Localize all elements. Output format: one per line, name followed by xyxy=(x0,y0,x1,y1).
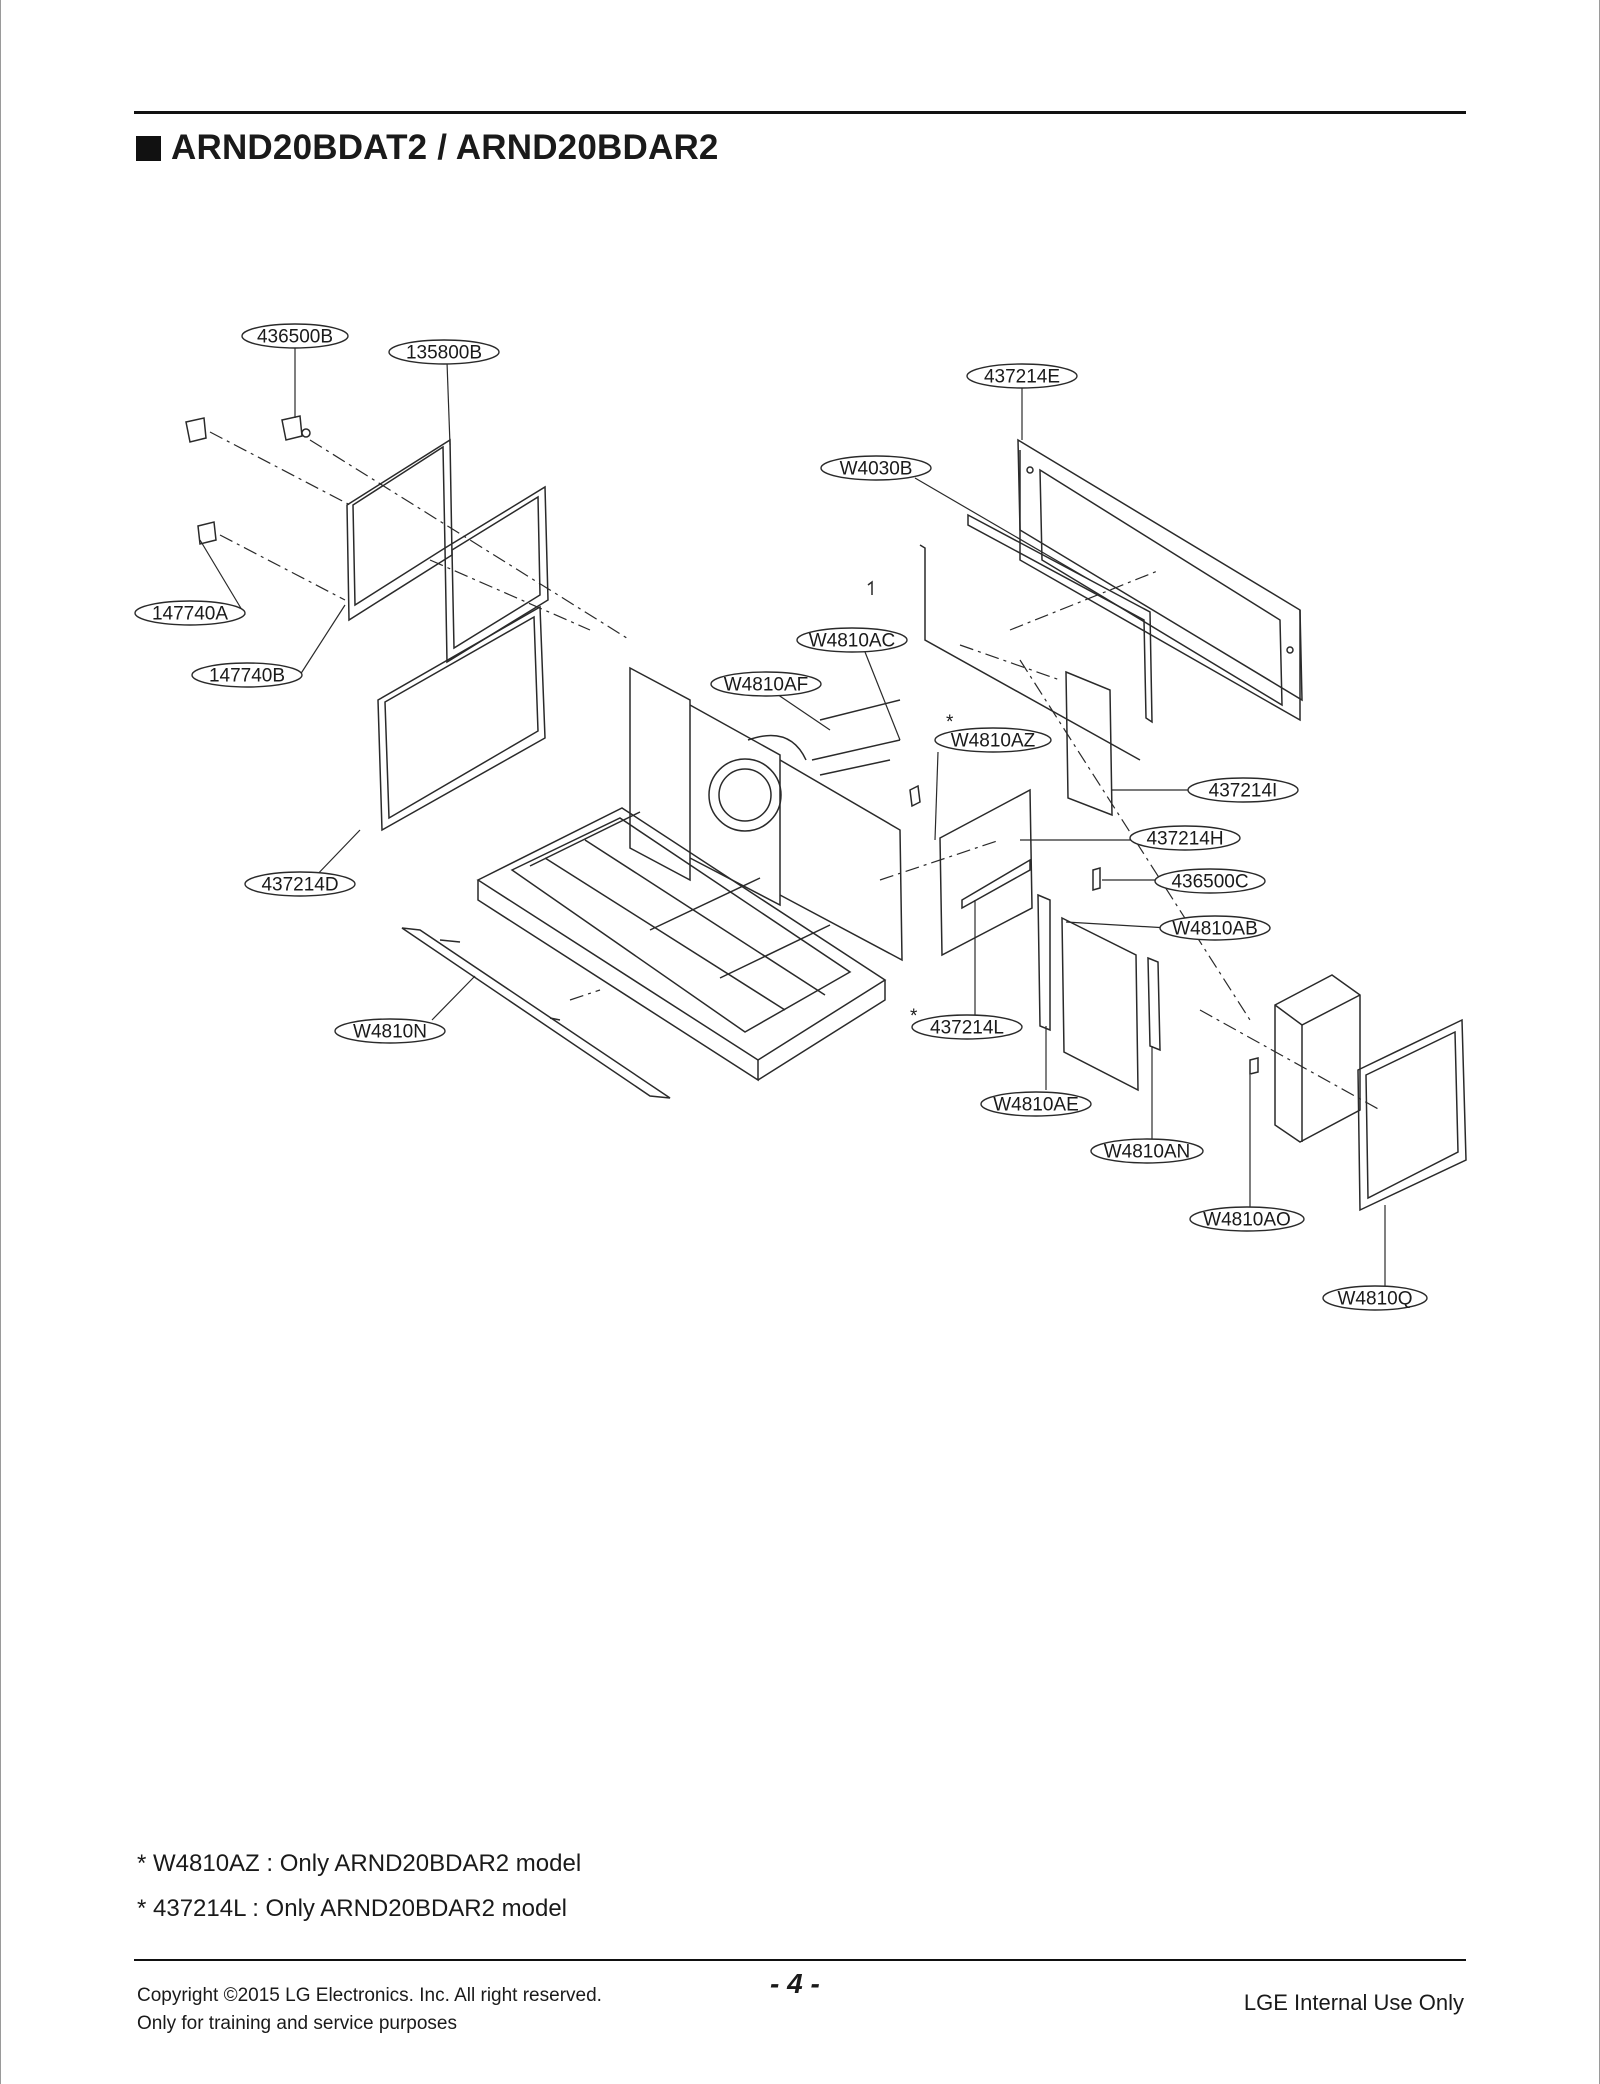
model-title: ARND20BDAT2 / ARND20BDAR2 xyxy=(171,128,719,167)
asterisk-w4810az: * xyxy=(946,712,954,733)
door-panel-135800b xyxy=(346,438,453,622)
control-box xyxy=(1249,974,1361,1143)
purpose-text: Only for training and service purposes xyxy=(137,2013,457,2034)
callout-437214e: 437214E xyxy=(984,367,1060,388)
callout-437214d: 437214D xyxy=(261,875,338,896)
panel-437214i xyxy=(1065,670,1113,817)
side-panel-437214d xyxy=(377,605,546,832)
bracket-437214l xyxy=(961,858,1031,910)
callout-w4810q: W4810Q xyxy=(1338,1289,1413,1310)
callout-436500c: 436500C xyxy=(1171,872,1248,893)
header-rule xyxy=(134,111,1466,114)
callout-w4030b: W4030B xyxy=(840,459,913,480)
panel-437214h xyxy=(909,784,1101,957)
internal-use-text: LGE Internal Use Only xyxy=(1243,1990,1464,2015)
callout-w4810an: W4810AN xyxy=(1104,1142,1191,1163)
footer-left: Copyright ©2015 LG Electronics. Inc. All… xyxy=(137,1982,602,2038)
square-bullet-icon xyxy=(136,135,161,161)
panel-w4810ab xyxy=(1061,916,1139,1092)
asterisk-437214l: * xyxy=(910,1006,918,1027)
callout-436500b: 436500B xyxy=(257,327,333,348)
frame-w4810ac xyxy=(811,544,1141,761)
callout-w4810af: W4810AF xyxy=(724,675,808,696)
copyright-text: Copyright ©2015 LG Electronics. Inc. All… xyxy=(137,1985,602,2006)
callout-w4810ae: W4810AE xyxy=(993,1095,1079,1116)
page-number: - 4 - xyxy=(770,1968,820,1999)
callout-w4810ab: W4810AB xyxy=(1172,919,1258,940)
hinge-436500b-part xyxy=(185,415,311,545)
callout-437214l: 437214L xyxy=(930,1018,1004,1039)
fan-housing-panel xyxy=(629,666,903,962)
callout-w4810ao: W4810AO xyxy=(1203,1210,1291,1231)
section-title: ARND20BDAT2 / ARND20BDAR2 xyxy=(136,128,719,168)
page-border-left xyxy=(0,0,1,2084)
callout-147740a: 147740A xyxy=(152,604,228,625)
note-w4810az: * W4810AZ : Only ARND20BDAR2 model xyxy=(137,1850,582,1877)
callout-w4810ac: W4810AC xyxy=(809,631,896,652)
callout-147740b: 147740B xyxy=(209,666,285,687)
note-437214l: * 437214L : Only ARND20BDAR2 model xyxy=(137,1895,568,1922)
base-frame xyxy=(476,807,887,1082)
column-w4810an xyxy=(1147,956,1161,1052)
callout-135800b: 135800B xyxy=(406,343,482,364)
rail-w4030b xyxy=(967,513,1153,724)
exploded-view-diagram: 436500B 135800B 437214E W4030B 147740A 1… xyxy=(134,323,1467,1311)
top-panel-437214e xyxy=(1017,438,1303,722)
callout-437214h: 437214H xyxy=(1146,829,1223,850)
callout-w4810n: W4810N xyxy=(353,1022,427,1043)
door-frame-147740 xyxy=(444,485,549,664)
callout-w4810az: W4810AZ xyxy=(951,731,1036,752)
drain-rail-w4810n xyxy=(401,927,671,1099)
frame-w4810q xyxy=(1357,1018,1467,1212)
footer-rule xyxy=(134,1959,1466,1961)
column-w4810ae xyxy=(1037,893,1051,1032)
callout-437214i: 437214I xyxy=(1209,781,1278,802)
